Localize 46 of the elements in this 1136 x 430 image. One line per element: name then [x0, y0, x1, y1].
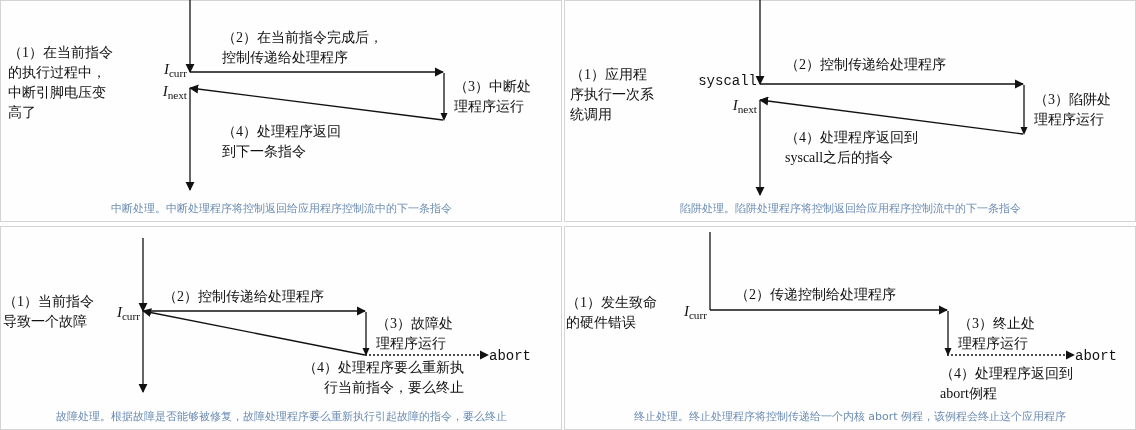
- edge-label: （2）控制传递给处理程序: [163, 288, 325, 306]
- diagram-panel: [564, 226, 1136, 430]
- code-label: abort: [1075, 346, 1117, 366]
- arrow: [185, 0, 195, 73]
- instruction-label: I$_{curr}$: [116, 304, 140, 320]
- edge-label: （2）控制传递给处理程序: [785, 56, 947, 74]
- handler-label: （3）陷阱处理程序运行: [1034, 91, 1112, 129]
- arrow: [759, 96, 1024, 135]
- arrow: [759, 79, 1024, 89]
- handler-label: （3）终止处理程序运行: [958, 314, 1036, 353]
- arrow: [138, 310, 148, 393]
- arrow: [185, 87, 195, 191]
- panel-caption: 故障处理。根据故障是否能够被修复，故障处理程序要么重新执行引起故障的指令，要么终止: [54, 408, 508, 425]
- edge-label: （2）在当前指令完成后，控制传递给处理程序: [222, 29, 384, 67]
- step-label: （1）发生致命的硬件错误: [566, 294, 658, 332]
- edge-label: （4）处理程序返回到abort例程: [940, 365, 1074, 403]
- panel-caption: 陷阱处理。陷阱处理程序将控制返回给应用程序控制流中的下一条指令: [678, 200, 1022, 217]
- diagram-panel: [0, 0, 562, 222]
- instruction-label: I$_{next}$: [732, 97, 757, 113]
- dotted-arrow: [946, 350, 1075, 360]
- handler-label: （3）中断处理程序运行: [454, 78, 532, 116]
- code-label: syscall: [698, 71, 757, 91]
- arrow: [138, 237, 148, 312]
- instruction-label: I$_{next}$: [162, 83, 187, 99]
- instruction-label: I$_{curr}$: [683, 303, 707, 319]
- arrow: [189, 67, 444, 77]
- dotted-arrow: [364, 350, 489, 360]
- arrow: [189, 84, 444, 121]
- step-label: （1）应用程序执行一次系统调用: [570, 66, 655, 124]
- edge-label: （2）传递控制给处理程序: [735, 286, 897, 304]
- code-label: abort: [489, 346, 531, 366]
- diagram-panel: [564, 0, 1136, 222]
- arrow: [755, 99, 765, 196]
- handler-label: （3）故障处理程序运行: [376, 315, 454, 353]
- edge-label: （4）处理程序要么重新执行当前指令，要么终止: [302, 359, 464, 397]
- edge-label: （4）处理程序返回到syscall之后的指令: [785, 129, 919, 167]
- step-label: （1）当前指令导致一个故障: [3, 293, 95, 331]
- edge-label: （4）处理程序返回到下一条指令: [222, 123, 342, 161]
- arrow: [755, 0, 765, 85]
- instruction-label: I$_{curr}$: [163, 61, 187, 77]
- panel-caption: 中断处理。中断处理程序将控制返回给应用程序控制流中的下一条指令: [109, 200, 453, 217]
- arrow: [709, 305, 948, 315]
- diagram-panel: [0, 226, 562, 430]
- panel-caption: 终止处理。终止处理程序将控制传递给一个内核 abort 例程，该例程会终止这个应用程序: [632, 408, 1068, 425]
- step-label: （1）在当前指令的执行过程中，中断引脚电压变高了: [8, 44, 114, 122]
- arrow: [142, 308, 366, 356]
